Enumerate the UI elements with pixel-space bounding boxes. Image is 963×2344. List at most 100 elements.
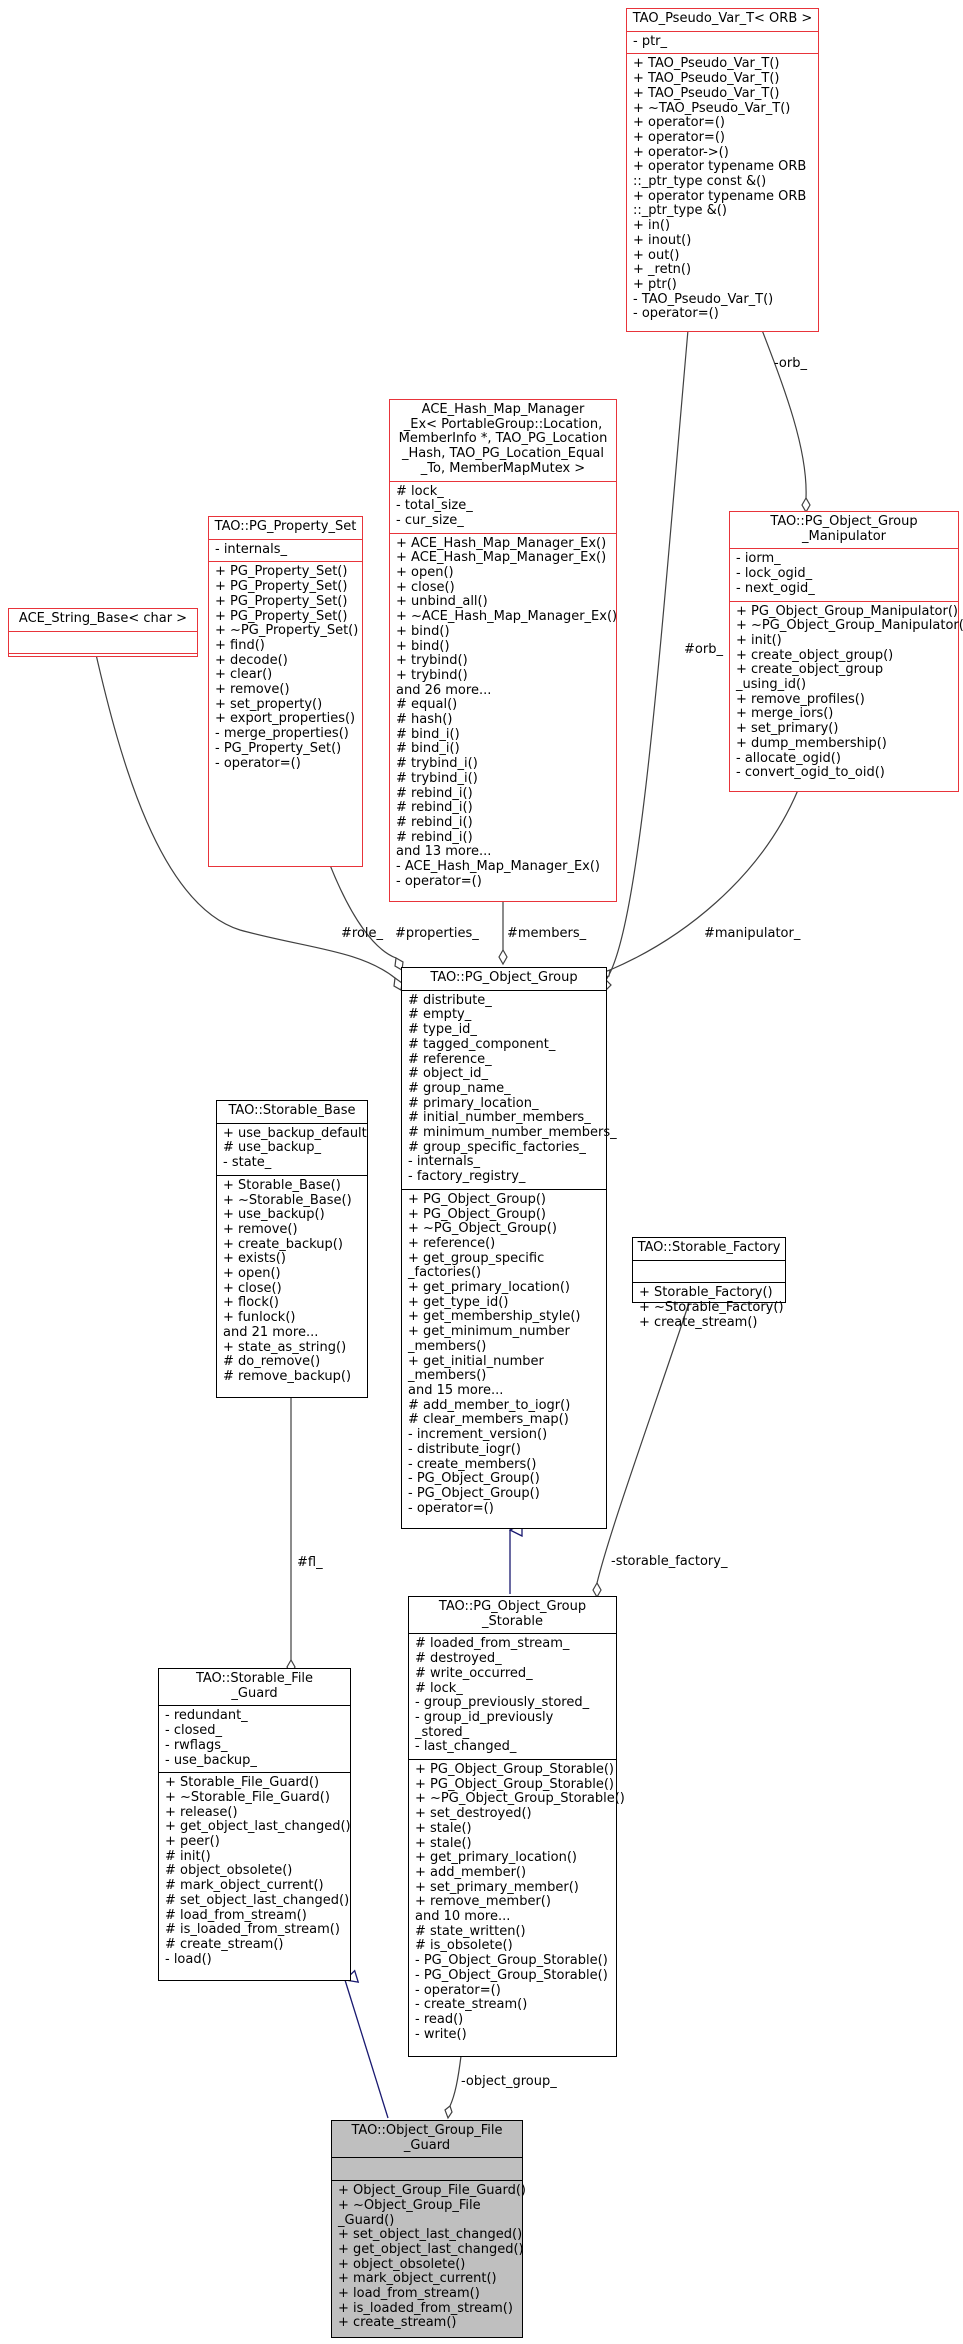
- class-title: ACE_String_Base< char >: [18, 611, 188, 626]
- class-box-pgog[interactable]: TAO::PG_Object_Group# distribute_# empty…: [401, 967, 617, 1529]
- class-attributes: # loaded_from_stream_# destroyed_# write…: [409, 1633, 616, 1759]
- operation-item: and 15 more...: [408, 1382, 504, 1398]
- class-box-manip[interactable]: TAO::PG_Object_Group _Manipulator- iorm_…: [729, 511, 963, 792]
- diamond-manipulator-end: [801, 496, 811, 514]
- class-operations: + Storable_Base()+ ~Storable_Base()+ use…: [217, 1174, 367, 1397]
- operation-item: + TAO_Pseudo_Var_T(): [633, 56, 780, 72]
- operation-item: - PG_Object_Group(): [408, 1471, 540, 1487]
- operation-item: + stale(): [415, 1820, 472, 1836]
- operation-item: - ACE_Hash_Map_Manager_Ex(): [396, 859, 601, 875]
- operation-item: + PG_Object_Group_Manipulator(): [736, 603, 958, 619]
- operation-item: + funlock(): [223, 1310, 296, 1326]
- operation-item: + get_object_last_changed(): [338, 2241, 524, 2257]
- operation-item: - create_members(): [408, 1456, 537, 1472]
- operation-item: + ~ACE_Hash_Map_Manager_Ex(): [396, 609, 618, 625]
- class-title: TAO::Storable_Factory: [637, 1240, 781, 1255]
- label-object-group: -object_group_: [461, 2074, 557, 2089]
- operation-item: + release(): [165, 1804, 238, 1820]
- operation-item: # do_remove(): [223, 1354, 321, 1370]
- class-box-pgogs[interactable]: TAO::PG_Object_Group _Storable# loaded_f…: [408, 1596, 625, 2057]
- operation-item: # trybind_i(): [396, 770, 478, 786]
- operation-item: + PG_Object_Group_Storable(): [415, 1776, 614, 1792]
- label-properties: #properties_: [395, 926, 479, 941]
- class-box-pseudo[interactable]: TAO_Pseudo_Var_T< ORB >- ptr_+ TAO_Pseud…: [626, 8, 819, 332]
- attribute-item: - cur_size_: [396, 512, 464, 528]
- operation-item: + remove(): [223, 1221, 298, 1237]
- attribute-item: # distribute_: [408, 992, 492, 1008]
- diamond-pgog-members-end: [498, 948, 508, 966]
- operation-item: _members(): [408, 1368, 487, 1384]
- operation-item: + bind(): [396, 623, 450, 639]
- class-operations: + ACE_Hash_Map_Manager_Ex()+ ACE_Hash_Ma…: [390, 532, 618, 901]
- class-box-storfact[interactable]: TAO::Storable_Factory + Storable_Factory…: [632, 1237, 786, 1330]
- class-title: TAO::PG_Property_Set: [214, 519, 357, 534]
- edge-orb-ref-usage: [605, 329, 689, 981]
- operation-item: + ~PG_Object_Group(): [408, 1221, 557, 1237]
- operation-item: + ACE_Hash_Map_Manager_Ex(): [396, 535, 607, 551]
- operation-item: # create_stream(): [165, 1936, 284, 1952]
- attribute-item: # group_specific_factories_: [408, 1139, 586, 1155]
- operation-item: and 13 more...: [396, 844, 492, 860]
- operation-item: - allocate_ogid(): [736, 750, 841, 766]
- operation-item: + ~Storable_File_Guard(): [165, 1789, 330, 1805]
- class-box-strbase[interactable]: ACE_String_Base< char >: [8, 608, 198, 657]
- class-box-propset[interactable]: TAO::PG_Property_Set- internals_+ PG_Pro…: [208, 516, 363, 867]
- operation-item: + PG_Property_Set(): [215, 608, 348, 624]
- operation-item: + ~TAO_Pseudo_Var_T(): [633, 100, 791, 116]
- operation-item: - operator=(): [408, 1500, 494, 1516]
- operation-item: + ~Storable_Factory(): [639, 1300, 784, 1316]
- attribute-item: # minimum_number_members_: [408, 1125, 617, 1141]
- operation-item: + reference(): [408, 1235, 496, 1251]
- edge-manipulator-usage: [609, 789, 799, 971]
- label-orb: -orb_: [774, 356, 807, 371]
- attribute-item: # loaded_from_stream_: [415, 1636, 570, 1652]
- operation-item: + close(): [223, 1280, 282, 1296]
- operation-item: # is_loaded_from_stream(): [165, 1922, 340, 1938]
- operation-item: + find(): [215, 637, 265, 653]
- operation-item: + get_primary_location(): [408, 1280, 570, 1296]
- attribute-item: - closed_: [165, 1723, 223, 1739]
- class-title: TAO::PG_Object_Group _Manipulator: [770, 514, 918, 544]
- label-members: #members_: [507, 926, 587, 941]
- operation-item: + export_properties(): [215, 711, 356, 727]
- edge-role-usage: [94, 649, 396, 979]
- edge-storable-factory-usage: [596, 1299, 691, 1584]
- attribute-item: - group_previously_stored_: [415, 1695, 590, 1711]
- attribute-item: [338, 2161, 516, 2176]
- operation-item: # add_member_to_iogr(): [408, 1397, 571, 1413]
- label-role: #role_: [341, 926, 384, 941]
- attribute-item: + use_backup_default: [223, 1125, 367, 1141]
- operation-item: # rebind_i(): [396, 814, 473, 830]
- operation-item: + TAO_Pseudo_Var_T(): [633, 85, 780, 101]
- operation-item: + create_stream(): [338, 2315, 457, 2331]
- attribute-item: [639, 1264, 779, 1279]
- attribute-item: - state_: [223, 1155, 272, 1171]
- operation-item: - create_stream(): [415, 1997, 528, 2013]
- class-attributes: # lock_- total_size_- cur_size_: [390, 480, 616, 533]
- operation-item: # remove_backup(): [223, 1368, 352, 1384]
- operation-item: # load_from_stream(): [165, 1907, 307, 1923]
- attribute-item: # lock_: [396, 483, 444, 499]
- class-box-storbase[interactable]: TAO::Storable_Base+ use_backup_default# …: [216, 1100, 368, 1398]
- class-box-hashmap[interactable]: ACE_Hash_Map_Manager _Ex< PortableGroup:…: [389, 399, 617, 902]
- operation-item: + ~PG_Object_Group_Storable(): [415, 1791, 625, 1807]
- operation-item: + Storable_Base(): [223, 1177, 341, 1193]
- class-operations: [9, 653, 197, 676]
- operation-item: + set_primary(): [736, 721, 839, 737]
- operation-item: + operator=(): [633, 115, 725, 131]
- class-operations: + PG_Property_Set()+ PG_Property_Set()+ …: [209, 561, 362, 866]
- operation-item: - write(): [415, 2026, 467, 2042]
- operation-item: _Guard(): [338, 2212, 395, 2228]
- operation-item: + unbind_all(): [396, 594, 488, 610]
- operation-item: # is_obsolete(): [415, 1938, 513, 1954]
- operation-item: - load(): [165, 1951, 212, 1967]
- operation-item: + set_property(): [215, 696, 323, 712]
- class-box-sfg[interactable]: TAO::Storable_File _Guard- redundant_- c…: [158, 1668, 351, 1981]
- attribute-item: # write_occurred_: [415, 1665, 533, 1681]
- diamond-ogfg-object-group-end: [444, 2104, 453, 2120]
- attribute-item: # tagged_component_: [408, 1036, 556, 1052]
- class-box-ogfg[interactable]: TAO::Object_Group_File _Guard + Object_G…: [331, 2120, 526, 2338]
- class-operations: + Object_Group_File_Guard()+ ~Object_Gro…: [332, 2180, 526, 2337]
- operation-item: + is_loaded_from_stream(): [338, 2300, 513, 2316]
